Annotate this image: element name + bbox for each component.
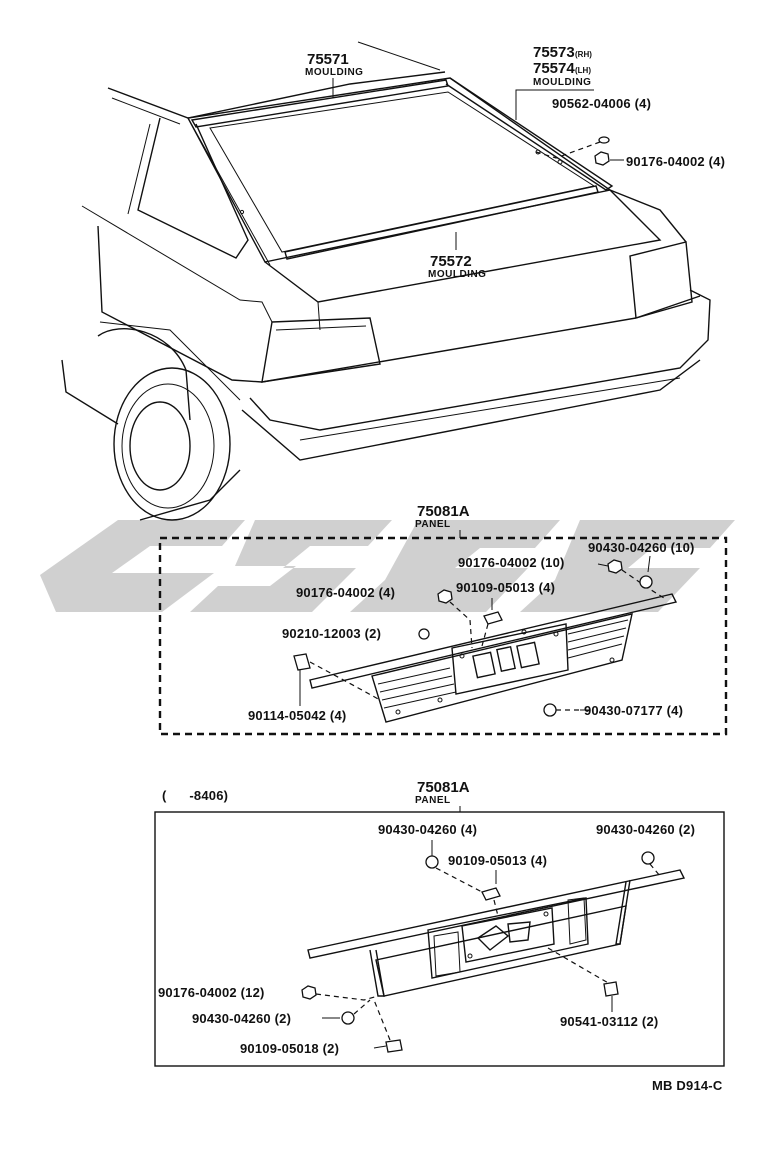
label-90176-04002-10: 90176-04002 (10) bbox=[458, 555, 565, 570]
callout-90176-04002-4: 90176-04002 (4) bbox=[296, 585, 473, 649]
drawing-code: MB D914-C bbox=[652, 1078, 723, 1093]
moulding-75574-partno: 75574 bbox=[533, 60, 575, 77]
moulding-75571-name: MOULDING bbox=[305, 67, 363, 78]
callout-90430-04260-2-top: 90430-04260 (2) bbox=[596, 822, 695, 877]
callout-90430-04260-10: 90430-04260 (10) bbox=[588, 540, 695, 589]
car-rear-illustration bbox=[61, 41, 711, 521]
callout-90430-07177-4: 90430-07177 (4) bbox=[543, 703, 683, 718]
panel-bottom-drawing bbox=[307, 869, 686, 997]
moulding-75572-name: MOULDING bbox=[428, 269, 486, 280]
nut-icon bbox=[594, 151, 610, 166]
watermark-logo bbox=[40, 520, 735, 612]
label-90210-12003-2: 90210-12003 (2) bbox=[282, 626, 381, 641]
callout-90176-04002-10: 90176-04002 (10) bbox=[458, 555, 665, 599]
moulding-lh-tag: (LH) bbox=[575, 66, 591, 75]
screw-icon bbox=[603, 981, 619, 997]
callout-90210-12003-2: 90210-12003 (2) bbox=[282, 626, 430, 641]
nut-icon bbox=[607, 559, 623, 574]
callout-90541-03112-2: 90541-03112 (2) bbox=[547, 947, 658, 1029]
bolt-icon bbox=[483, 611, 503, 625]
callout-90109-05013-4-bottom: 90109-05013 (4) bbox=[448, 853, 547, 917]
middle-panel-frame bbox=[158, 536, 728, 736]
label-90109-05013-4: 90109-05013 (4) bbox=[456, 580, 555, 595]
label-90430-07177-4: 90430-07177 (4) bbox=[584, 703, 683, 718]
bolt-icon bbox=[385, 1039, 403, 1053]
callout-nut-90176-top: 90176-04002 (4) bbox=[594, 151, 725, 169]
date-range-label: ( -8406) bbox=[162, 788, 228, 803]
clip-90562-label: 90562-04006 (4) bbox=[552, 96, 651, 111]
label-90430-04260-2-top: 90430-04260 (2) bbox=[596, 822, 695, 837]
panel-title-middle: 75081A PANEL bbox=[415, 503, 470, 538]
panel-title-bottom: 75081A PANEL bbox=[415, 779, 470, 812]
label-90541-03112-2: 90541-03112 (2) bbox=[560, 1014, 658, 1029]
callout-90109-05018-2: 90109-05018 (2) bbox=[240, 999, 403, 1056]
label-90114-05042-4: 90114-05042 (4) bbox=[248, 708, 346, 723]
label-90176-04002-4: 90176-04002 (4) bbox=[296, 585, 395, 600]
moulding-rh-tag: (RH) bbox=[575, 50, 592, 59]
label-90109-05013-4-bottom: 90109-05013 (4) bbox=[448, 853, 547, 868]
moulding-75571-partno: 75571 bbox=[307, 51, 349, 68]
label-moulding-75572: 75572 MOULDING bbox=[428, 232, 486, 280]
panel-bottom-partno: 75081A bbox=[417, 779, 470, 796]
callout-90109-05013-4: 90109-05013 (4) bbox=[456, 580, 555, 647]
label-90109-05018-2: 90109-05018 (2) bbox=[240, 1041, 339, 1056]
label-90176-04002-12: 90176-04002 (12) bbox=[158, 985, 265, 1000]
nut-90176-label: 90176-04002 (4) bbox=[626, 154, 725, 169]
panel-middle-name: PANEL bbox=[415, 519, 451, 530]
date-range-note: ( -8406) bbox=[162, 788, 228, 803]
nut-icon bbox=[437, 589, 453, 604]
callout-90176-04002-12: 90176-04002 (12) bbox=[158, 985, 379, 1001]
washer-icon bbox=[341, 1011, 355, 1025]
screw-icon bbox=[293, 653, 311, 671]
panel-bottom-name: PANEL bbox=[415, 795, 451, 806]
bolt-icon bbox=[481, 887, 501, 901]
washer-icon bbox=[543, 703, 557, 717]
nut-icon bbox=[301, 985, 317, 1000]
callout-90114-05042-4: 90114-05042 (4) bbox=[248, 653, 381, 723]
grommet-icon bbox=[418, 628, 430, 640]
bottom-panel-frame bbox=[154, 811, 725, 1067]
callout-90430-04260-2-bottom: 90430-04260 (2) bbox=[192, 999, 371, 1026]
washer-icon bbox=[639, 575, 653, 589]
moulding-75572-partno: 75572 bbox=[430, 253, 472, 270]
callout-clip-90562: 90562-04006 (4) bbox=[535, 96, 651, 159]
clip-icon bbox=[598, 136, 610, 144]
label-moulding-75571: 75571 MOULDING bbox=[305, 51, 363, 98]
label-moulding-75573-75574: 75573 (RH) 75574 (LH) MOULDING bbox=[515, 44, 594, 120]
label-90430-04260-2-bottom: 90430-04260 (2) bbox=[192, 1011, 291, 1026]
moulding-75573-name: MOULDING bbox=[533, 77, 591, 88]
label-90430-04260-4: 90430-04260 (4) bbox=[378, 822, 477, 837]
panel-middle-drawing bbox=[309, 593, 678, 723]
washer-icon bbox=[425, 855, 439, 869]
panel-middle-partno: 75081A bbox=[417, 503, 470, 520]
label-90430-04260-10: 90430-04260 (10) bbox=[588, 540, 695, 555]
callout-90430-04260-4: 90430-04260 (4) bbox=[378, 822, 483, 893]
washer-icon bbox=[641, 851, 655, 865]
moulding-75573-partno: 75573 bbox=[533, 44, 575, 61]
